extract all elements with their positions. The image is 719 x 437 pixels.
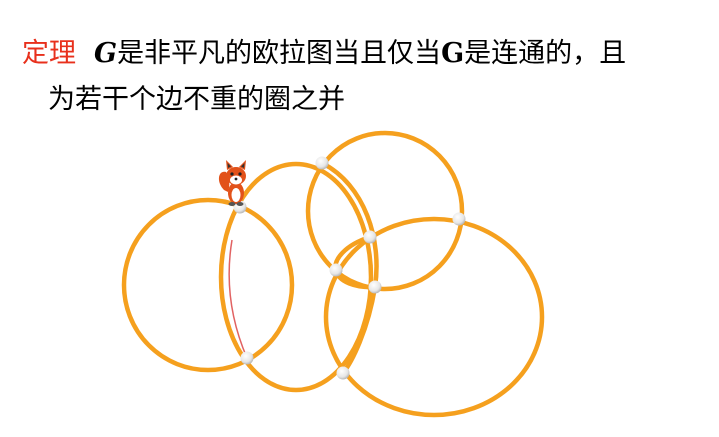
- graph-symbol-g: G: [94, 38, 118, 69]
- vertex-node: [368, 280, 382, 294]
- theorem-text-part1: 是非平凡的欧拉图当且仅当: [117, 38, 442, 69]
- theorem-label: 定理: [22, 38, 76, 69]
- cycle-left-middle: [218, 161, 374, 393]
- theorem-text-line2: 为若干个边不重的圈之并: [48, 84, 345, 115]
- cycle-right: [323, 216, 545, 418]
- vertex-node: [240, 351, 254, 365]
- graph-symbol-g-2: G: [441, 38, 465, 69]
- vertex-node: [336, 366, 350, 380]
- theorem-statement-line2: 为若干个边不重的圈之并: [48, 82, 345, 118]
- cycle-left: [121, 197, 295, 373]
- cycle-left-middle-highlight: [228, 239, 248, 359]
- vertex-node: [329, 263, 343, 277]
- cycle-top: [305, 130, 465, 292]
- vertex-node: [315, 156, 329, 170]
- fox-mascot-icon: [218, 160, 246, 206]
- theorem-text-part2: 是连通的，且: [464, 38, 627, 69]
- vertex-node: [363, 230, 377, 244]
- vertex-node: [452, 212, 466, 226]
